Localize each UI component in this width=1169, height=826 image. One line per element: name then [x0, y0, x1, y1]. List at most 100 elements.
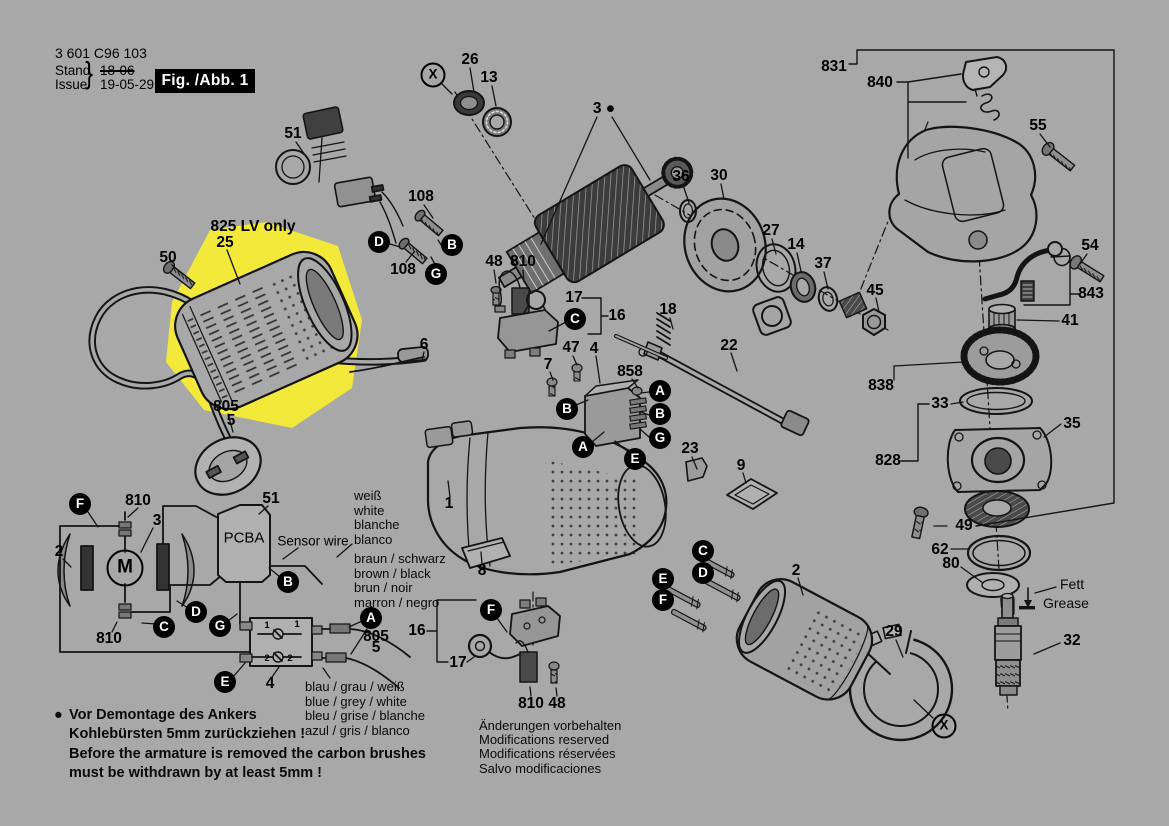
- part-label-13: 13: [480, 68, 498, 86]
- motor-housing-1: [424, 420, 668, 576]
- part-label-32: 32: [1063, 631, 1081, 649]
- part-label-25: 25: [216, 233, 234, 251]
- callout-a: A: [360, 607, 382, 629]
- plate-9: [726, 478, 778, 510]
- callout-d: D: [368, 231, 390, 253]
- bracket-33-828: [900, 403, 930, 462]
- callout-f: F: [480, 599, 502, 621]
- wire-color-legend-top: weiß white blanche blanco: [354, 488, 400, 547]
- fan-30: [683, 197, 767, 293]
- part-label-54: 54: [1081, 236, 1099, 254]
- pcba-text: PCBA: [223, 529, 265, 547]
- part-label-48: 48: [485, 252, 503, 270]
- part-label-5: 5: [226, 411, 236, 429]
- part-label-18: 18: [659, 300, 677, 318]
- part-label-48: 48: [548, 694, 566, 712]
- bracket-23: [685, 457, 708, 482]
- stator-field-25: [174, 250, 359, 411]
- part-label-29: 29: [885, 622, 903, 640]
- switch-pin-label-1: 1: [294, 619, 300, 631]
- part-label-51: 51: [262, 489, 280, 507]
- part-label-14: 14: [787, 235, 805, 253]
- bracket-843: [1023, 255, 1081, 306]
- hex-nut-45: [862, 308, 886, 336]
- part-label-7: 7: [543, 355, 553, 373]
- stand-issue-brace: }: [85, 55, 94, 90]
- part-label-30: 30: [710, 166, 728, 184]
- armature-3: [497, 156, 694, 294]
- part-label-838: 838: [868, 376, 894, 394]
- part-label-843: 843: [1078, 284, 1104, 302]
- part-label-9: 9: [736, 456, 746, 474]
- ring-27: [755, 243, 797, 293]
- screw-54: [1069, 255, 1105, 283]
- lock-spring: [980, 93, 1000, 121]
- part-label-4: 4: [265, 674, 275, 692]
- callout-e: E: [652, 568, 674, 590]
- leader-lines: [62, 67, 1088, 719]
- callout-g: G: [649, 427, 671, 449]
- part-label-810: 810: [125, 491, 151, 509]
- part-label-3: 3: [152, 511, 162, 529]
- callout-b: B: [277, 571, 299, 593]
- grease-label-en: Grease: [1043, 595, 1089, 611]
- callout-c: C: [153, 616, 175, 638]
- crown-gear-838: [960, 326, 1040, 386]
- bracket-16-bottom: [426, 599, 477, 663]
- callout-b: B: [649, 403, 671, 425]
- callout-g: G: [209, 615, 231, 637]
- callout-f: F: [652, 589, 674, 611]
- gear-housing: [888, 125, 1038, 263]
- callout-d: D: [692, 562, 714, 584]
- part-label-840: 840: [867, 73, 893, 91]
- part-label-47: 47: [562, 338, 580, 356]
- part-label-8: 8: [477, 561, 487, 579]
- callout-b: B: [441, 234, 463, 256]
- snap-ring-33: [959, 387, 1033, 415]
- switch-pin-label-1: 1: [264, 620, 270, 632]
- part-label-810: 810: [96, 629, 122, 647]
- part-label-26: 26: [461, 50, 479, 68]
- revision-note: Änderungen vorbehalten Modifications res…: [479, 718, 622, 776]
- part-label-45: 45: [866, 281, 884, 299]
- mains-plug: [194, 436, 262, 496]
- caution-note-en: Before the armature is removed the carbo…: [69, 746, 426, 781]
- callout-b: B: [556, 398, 578, 420]
- part-label-41: 41: [1061, 311, 1079, 329]
- callout-x: X: [420, 62, 446, 88]
- bearing-14: [789, 271, 817, 303]
- part-label-3: 3 ●: [592, 99, 616, 117]
- wire-color-legend-mid: braun / schwarz brown / black brun / noi…: [354, 551, 446, 610]
- clamp-ring: [752, 296, 792, 336]
- bracket-16-top: [581, 297, 609, 335]
- part-label-831: 831: [821, 57, 847, 75]
- part-label-805: 805: [213, 397, 239, 415]
- part-label-2: 2: [791, 561, 801, 579]
- callout-c: C: [564, 308, 586, 330]
- bracket-831: [848, 49, 1115, 527]
- figure-label-box: Fig. /Abb. 1: [155, 69, 255, 93]
- part-label-27: 27: [762, 221, 780, 239]
- part-label-33: 33: [931, 394, 949, 412]
- part-label-825-lv-only: 825 LV only: [210, 217, 296, 235]
- grease-symbol: [1013, 587, 1035, 615]
- callout-f: F: [69, 493, 91, 515]
- part-label-16: 16: [608, 306, 626, 324]
- part-label-55: 55: [1029, 116, 1047, 134]
- part-label-50: 50: [159, 248, 177, 266]
- wire-color-legend-bottom: blau / grau / weiß blue / grey / white b…: [305, 679, 425, 738]
- part-label-35: 35: [1063, 414, 1081, 432]
- part-label-1: 1: [444, 494, 454, 512]
- callout-x: X: [931, 713, 957, 739]
- spindle-lock-button-840: [962, 56, 1008, 121]
- part-label-23: 23: [681, 439, 699, 457]
- switch-pin-label-2: 2: [287, 653, 293, 665]
- screw-55: [1041, 141, 1076, 172]
- screw-108-a: [414, 209, 444, 237]
- part-label-51: 51: [284, 124, 302, 142]
- part-label-858: 858: [617, 362, 643, 380]
- knurled-shaft: [838, 291, 868, 319]
- part-label-828: 828: [875, 451, 901, 469]
- part-label-62: 62: [931, 540, 949, 558]
- callout-m: M: [106, 549, 144, 587]
